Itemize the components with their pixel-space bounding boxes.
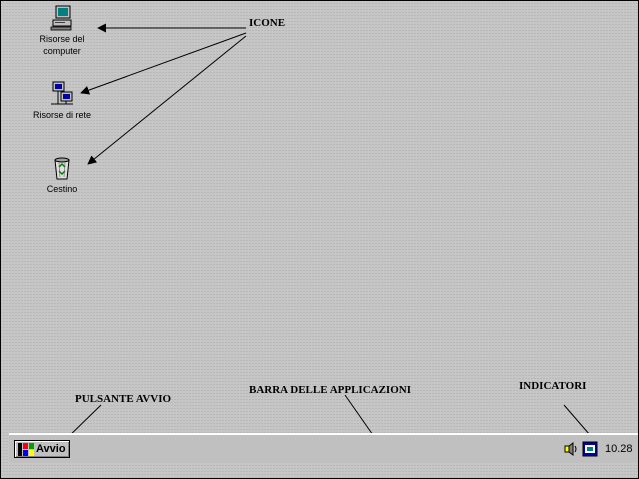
desktop-icon-my-computer[interactable]: Risorse del computer	[22, 5, 102, 57]
desktop-icon-label: Risorse di rete	[32, 110, 92, 120]
desktop-icon-recycle-bin[interactable]: Cestino	[22, 155, 102, 195]
recycle-bin-icon	[54, 157, 70, 180]
desktop-icon-network[interactable]: Risorse di rete	[22, 81, 102, 121]
annotation-start-button: PULSANTE AVVIO	[75, 393, 172, 405]
annotation-indicators: INDICATORI	[519, 380, 587, 392]
my-computer-icon	[50, 5, 72, 31]
network-neighborhood-icon	[51, 81, 73, 105]
start-button-label: Avvio	[36, 443, 66, 455]
task-scheduler-icon[interactable]	[582, 441, 598, 457]
desktop-icon-label: Cestino	[46, 184, 78, 194]
arrow-to-network	[80, 32, 247, 95]
speaker-icon[interactable]	[563, 441, 579, 457]
clock[interactable]: 10.28	[605, 443, 633, 455]
windows-logo-icon	[18, 442, 34, 456]
annotation-icons: ICONE	[249, 17, 286, 29]
annotation-taskbar: BARRA DELLE APPLICAZIONI	[249, 384, 411, 396]
arrow-to-recycle-bin	[87, 35, 247, 165]
start-button[interactable]: Avvio	[14, 440, 70, 458]
taskbar: Avvio 10.28	[9, 433, 638, 463]
system-tray: 10.28	[560, 439, 638, 459]
desktop-icon-label: Risorse del computer	[39, 34, 85, 56]
